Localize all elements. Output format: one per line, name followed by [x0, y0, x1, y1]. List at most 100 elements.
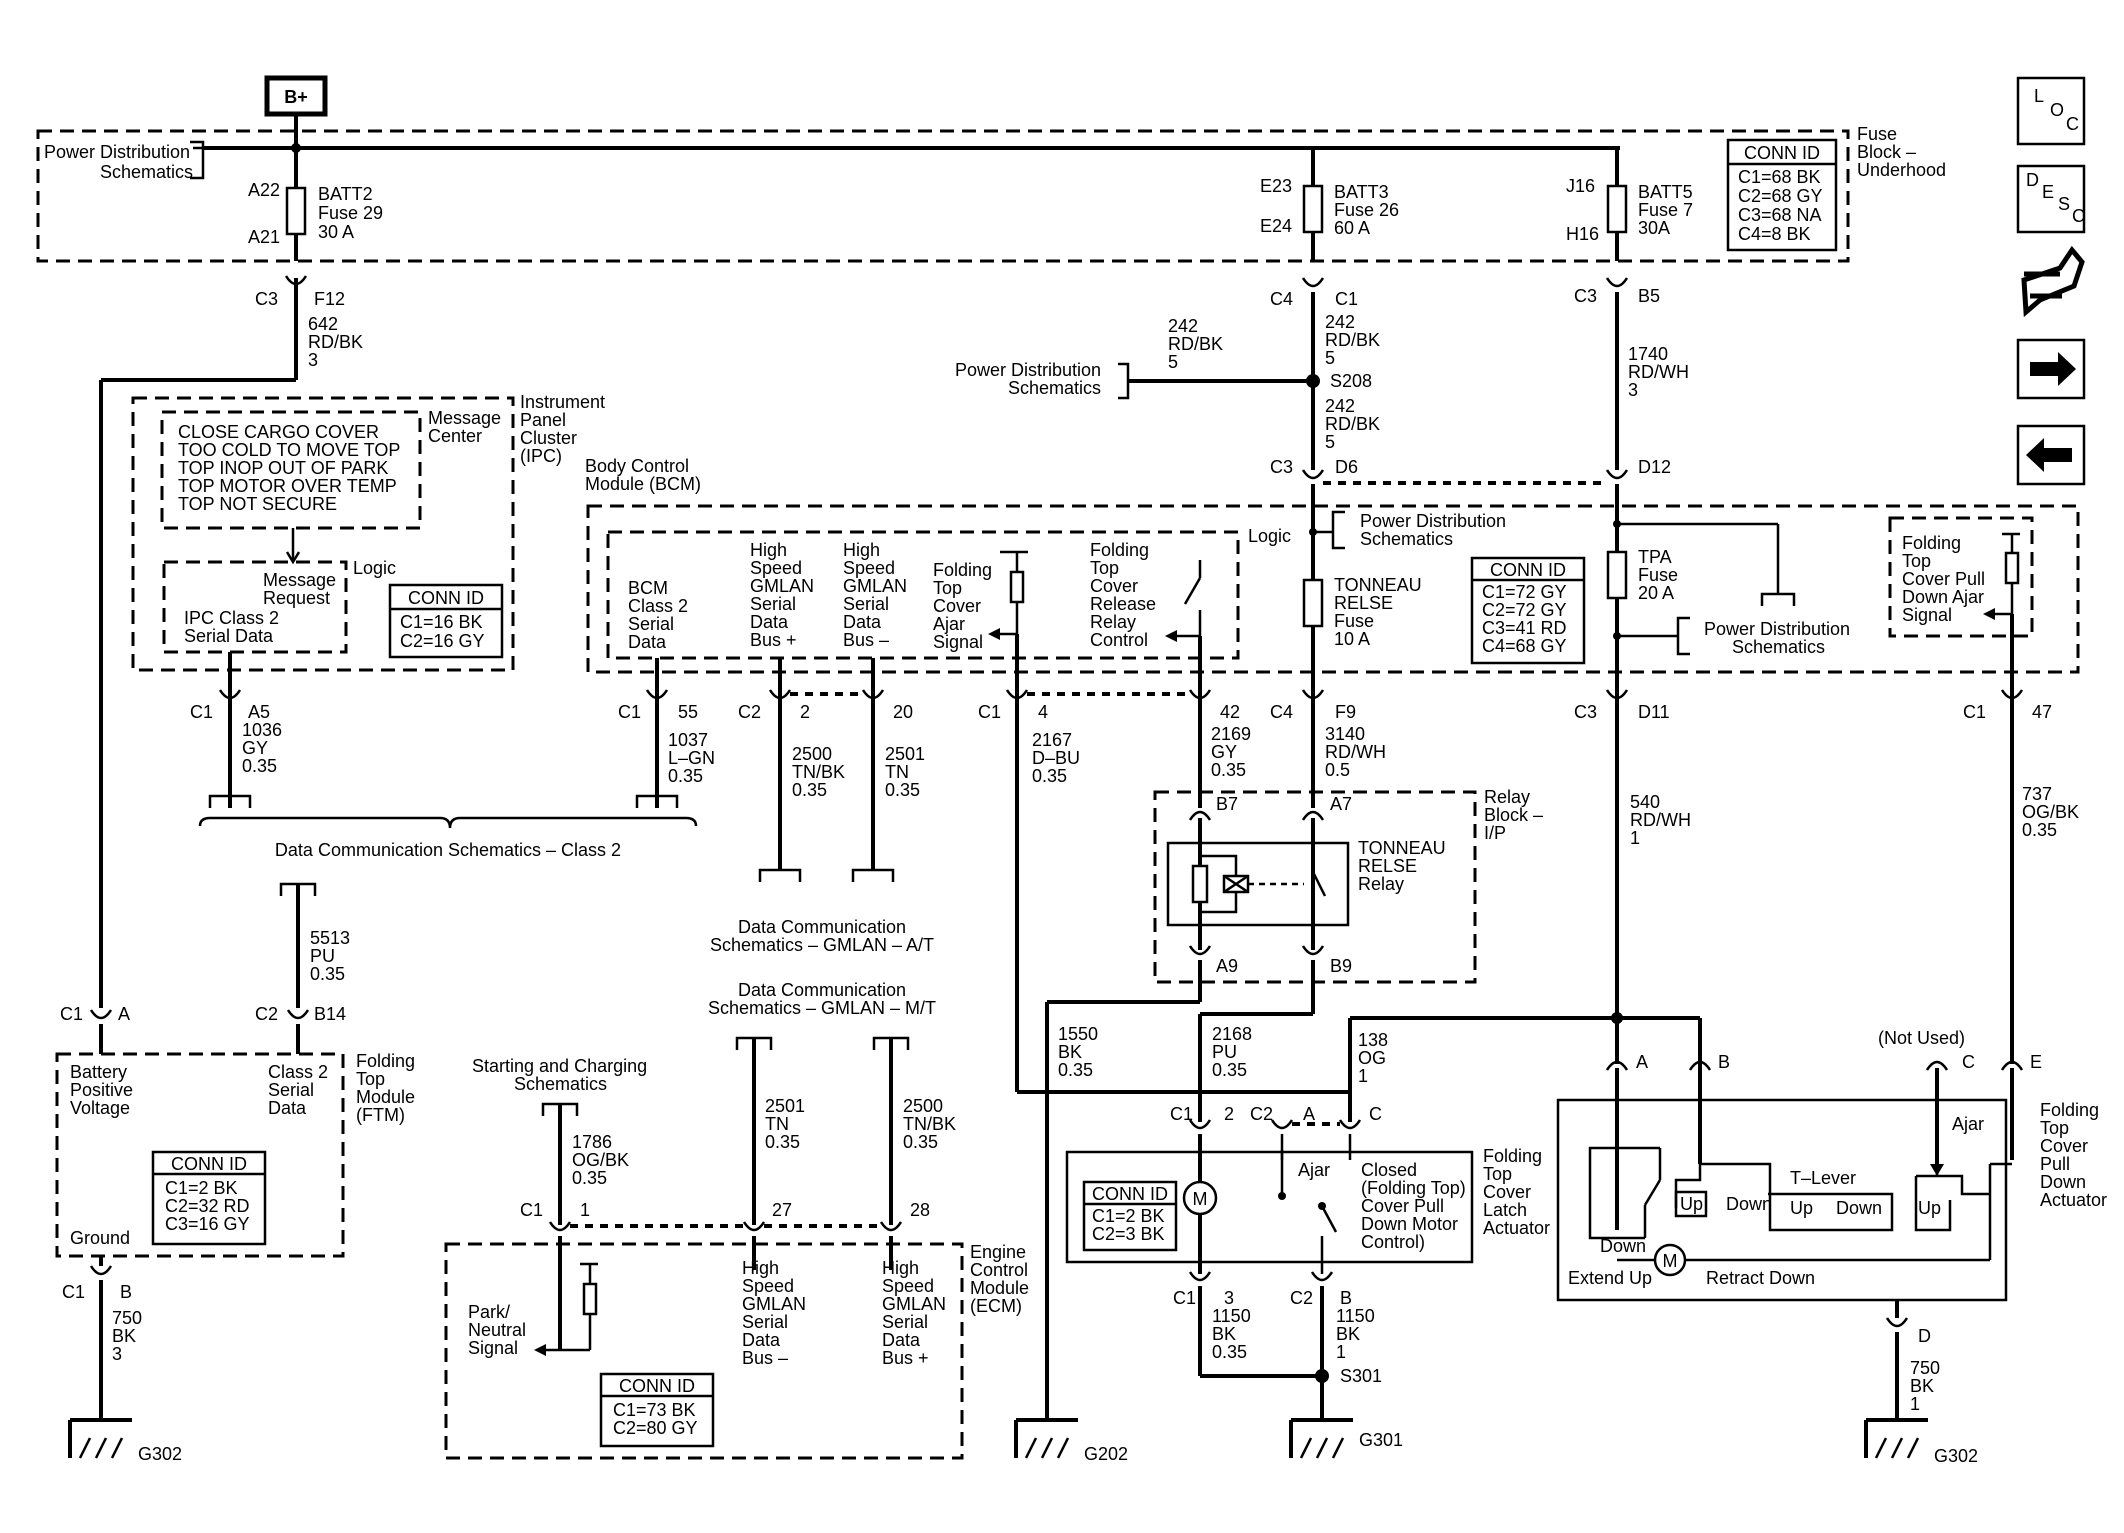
loc-button[interactable]: L O C	[2016, 76, 2086, 146]
diagram-label: C1	[1170, 1104, 1193, 1124]
diagram-label: C3=68 NA	[1738, 205, 1822, 225]
diagram-label: A5	[248, 702, 270, 722]
wire-242: C4 C1 242 RD/BK 5 S208 Power Distributio…	[955, 277, 1607, 506]
diagram-label: Retract Down	[1706, 1268, 1815, 1288]
diagram-label: 3	[112, 1344, 122, 1364]
diagram-label: 642	[308, 314, 338, 334]
diagram-label: L–GN	[668, 748, 715, 768]
diagram-label: C2	[738, 702, 761, 722]
diagram-label: A21	[248, 227, 280, 247]
diagram-label: Schematics	[1008, 378, 1101, 398]
diagram-label: Starting and Charging	[472, 1056, 647, 1076]
diagram-label: C2=32 RD	[165, 1196, 250, 1216]
diagram-label: C4=68 GY	[1482, 636, 1567, 656]
diagram-label: C2	[1250, 1104, 1273, 1124]
diagram-label: Speed	[882, 1276, 934, 1296]
diagram-label: PU	[310, 946, 335, 966]
diagram-label: (Folding Top)	[1361, 1178, 1466, 1198]
diagram-label: Up	[1680, 1194, 1703, 1214]
engine-control-module: Starting and Charging Schematics 1786 OG…	[444, 1056, 1029, 1460]
diagram-label: Cover	[1090, 576, 1138, 596]
diagram-label: 27	[772, 1200, 792, 1220]
desc-button[interactable]: D E S C	[2016, 164, 2086, 234]
diagram-label: G302	[1934, 1446, 1978, 1466]
diagram-label: C2	[255, 1004, 278, 1024]
diagram-label: BK	[112, 1326, 136, 1346]
diagram-label: 3140	[1325, 724, 1365, 744]
diagram-label: Serial	[742, 1312, 788, 1332]
diagram-label: OG/BK	[2022, 802, 2079, 822]
diagram-label: 47	[2032, 702, 2052, 722]
diagram-label: Pull	[2040, 1154, 2070, 1174]
diagram-label: Power Distribution	[955, 360, 1101, 380]
next-page-button[interactable]	[2016, 338, 2086, 400]
diagram-label: C3	[1574, 286, 1597, 306]
relay-output-wires: 1550 BK 0.35 2168 PU 0.35 138 OG 1	[1045, 960, 1623, 1420]
diagram-label: GMLAN	[843, 576, 907, 596]
diagram-label: 28	[910, 1200, 930, 1220]
diagram-label: 0.35	[572, 1168, 607, 1188]
diagram-label: 0.35	[1058, 1060, 1093, 1080]
diagram-label: 30 A	[318, 222, 354, 242]
diagram-label: 242	[1325, 312, 1355, 332]
diagram-label: 10 A	[1334, 629, 1370, 649]
diagram-label: 1	[580, 1200, 590, 1220]
diagram-label: 0.35	[885, 780, 920, 800]
previous-page-button[interactable]	[2016, 424, 2086, 486]
diagram-label: TOP NOT SECURE	[178, 494, 337, 514]
diagram-label: C1	[1963, 702, 1986, 722]
diagram-label: Panel	[520, 410, 566, 430]
diagram-label: RD/WH	[1628, 362, 1689, 382]
diagram-label: C1=16 BK	[400, 612, 483, 632]
diagram-label: 737	[2022, 784, 2052, 804]
diagram-label: 60 A	[1334, 218, 1370, 238]
diagram-label: A	[1303, 1104, 1315, 1124]
fuse-batt5	[1606, 184, 1628, 234]
diagram-label: 1	[1630, 828, 1640, 848]
diagram-label: Fuse	[1334, 611, 1374, 631]
diagram-label: L	[2034, 86, 2044, 106]
diagram-label: C1=2 BK	[1092, 1206, 1165, 1226]
diagram-label: D6	[1335, 457, 1358, 477]
diagram-label: TONNEAU	[1358, 838, 1446, 858]
diagram-label: Block –	[1857, 142, 1916, 162]
diagram-label: Message	[263, 570, 336, 590]
diagram-label: Positive	[70, 1080, 133, 1100]
diagram-label: A	[118, 1004, 130, 1024]
diagram-label: High	[843, 540, 880, 560]
diagram-label: Request	[263, 588, 330, 608]
diagram-label: D11	[1638, 702, 1670, 722]
diagram-label: Underhood	[1857, 160, 1946, 180]
bcm-connectors: C1 55 1037 L–GN 0.35 C2 2 2500 TN/BK 0.3…	[618, 689, 2079, 1094]
diagram-label: TN/BK	[903, 1114, 956, 1134]
diagram-label: RD/BK	[1168, 334, 1223, 354]
splice-s301	[1315, 1369, 1329, 1383]
diagram-label: Serial	[843, 594, 889, 614]
diagram-label: D–BU	[1032, 748, 1080, 768]
diagram-label: 0.35	[310, 964, 345, 984]
diagram-label: C1	[62, 1282, 85, 1302]
diagram-label: Closed	[1361, 1160, 1417, 1180]
ground-g301: G301	[1289, 1418, 1403, 1459]
diagram-label: 0.35	[1212, 1060, 1247, 1080]
diagram-label: BATT2	[318, 184, 373, 204]
diagram-label: A7	[1330, 794, 1352, 814]
diagram-label: 1036	[242, 720, 282, 740]
diagram-label: Ground	[70, 1228, 130, 1248]
diagram-label: C1=68 BK	[1738, 167, 1821, 187]
diagram-label: Folding	[933, 560, 992, 580]
diagram-label: C1=2 BK	[165, 1178, 238, 1198]
diagram-label: Class 2	[268, 1062, 328, 1082]
diagram-label: 20 A	[1638, 583, 1674, 603]
diagram-label: C4	[1270, 702, 1293, 722]
diagram-label: 55	[678, 702, 698, 722]
diagram-label: 0.35	[1212, 1342, 1247, 1362]
diagram-label: Serial	[628, 614, 674, 634]
diagram-label: C3=41 RD	[1482, 618, 1567, 638]
connector-tool-icon[interactable]	[2021, 245, 2085, 318]
diagram-label: G301	[1359, 1430, 1403, 1450]
diagram-label: 30A	[1638, 218, 1670, 238]
diagram-label: Neutral	[468, 1320, 526, 1340]
diagram-label: 5	[1168, 352, 1178, 372]
